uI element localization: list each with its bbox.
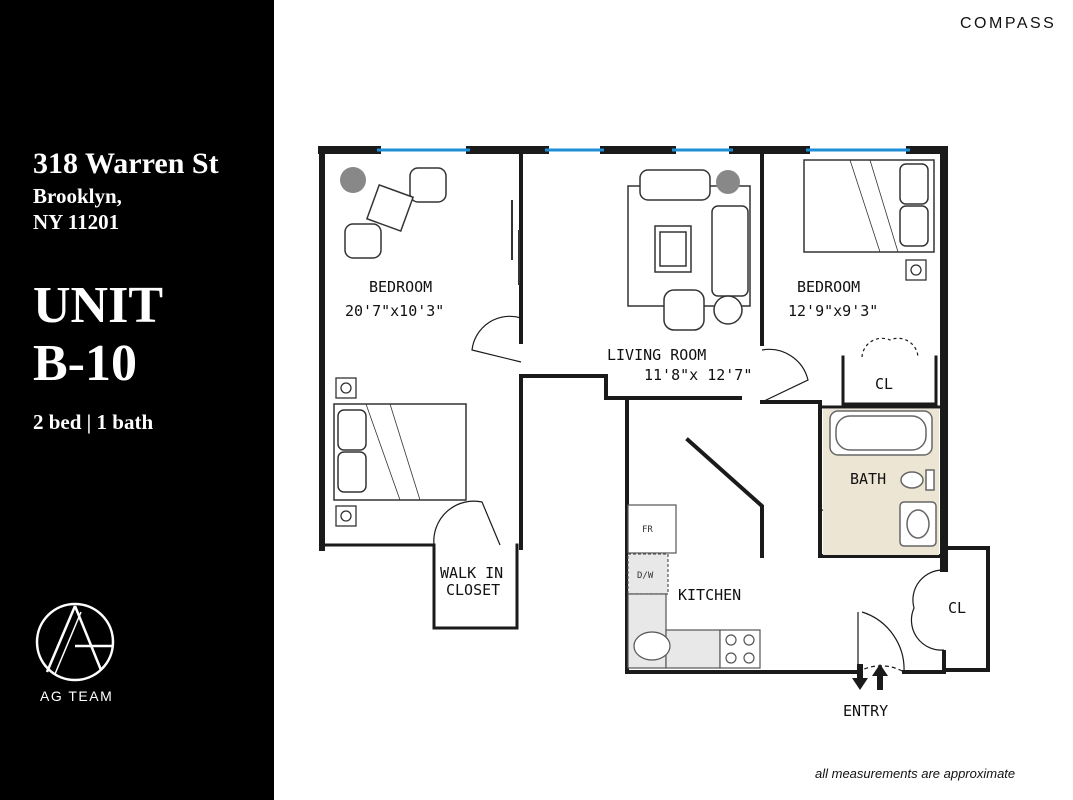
disclaimer: all measurements are approximate	[815, 766, 1016, 781]
kitchen-label: KITCHEN	[678, 586, 741, 604]
address-street: 318 Warren St	[33, 147, 219, 180]
closet-upper-label: CL	[875, 375, 893, 393]
address-state-zip: NY 11201	[33, 210, 120, 234]
address-city: Brooklyn,	[33, 184, 122, 208]
wall-closet-upper	[841, 355, 938, 406]
team-name: AG TEAM	[40, 688, 114, 704]
bath-fixtures	[829, 410, 937, 547]
dishwasher-label: D/W	[637, 571, 654, 581]
bedroom-left-size: 20'7"x10'3"	[345, 302, 444, 320]
entry-arrows-icon	[852, 664, 888, 690]
bedroom-right-size: 12'9"x9'3"	[788, 302, 878, 320]
closet-entry-label: CL	[948, 599, 966, 617]
entry-label: ENTRY	[843, 702, 888, 720]
compass-logo: COMPASS	[960, 15, 1057, 32]
floor-plan: BEDROOM 20'7"x10'3" BEDROOM 12'9"x9'3" L…	[318, 146, 990, 720]
living-room-size: 11'8"x 12'7"	[644, 366, 752, 384]
furniture	[333, 159, 935, 501]
walk-in-closet-line1: WALK IN	[440, 564, 503, 582]
wall-kitchen	[625, 396, 990, 674]
wall-right-bedroom	[760, 153, 946, 558]
unit-number: B-10	[33, 335, 137, 392]
wall-closet	[320, 543, 519, 630]
sliding-door	[511, 200, 520, 285]
ag-monogram-icon	[35, 602, 115, 682]
walk-in-closet-line2: CLOSET	[446, 581, 500, 599]
kitchen-fixtures	[627, 504, 761, 669]
wall-living-lower	[519, 374, 742, 400]
bath-label: BATH	[850, 470, 886, 488]
wall-top	[318, 146, 948, 572]
plants	[340, 167, 740, 194]
wall-kitchen-partition	[685, 437, 764, 558]
unit-label: UNIT	[33, 277, 164, 334]
listing-sidebar: 318 Warren St Brooklyn, NY 11201 UNIT B-…	[0, 0, 274, 800]
beds-baths: 2 bed | 1 bath	[33, 410, 154, 434]
living-room-name: LIVING ROOM	[607, 346, 706, 364]
ceiling-fixtures	[335, 259, 927, 527]
fridge-label: FR	[642, 525, 653, 535]
bedroom-right-name: BEDROOM	[797, 278, 860, 296]
bedroom-left-name: BEDROOM	[369, 278, 432, 296]
